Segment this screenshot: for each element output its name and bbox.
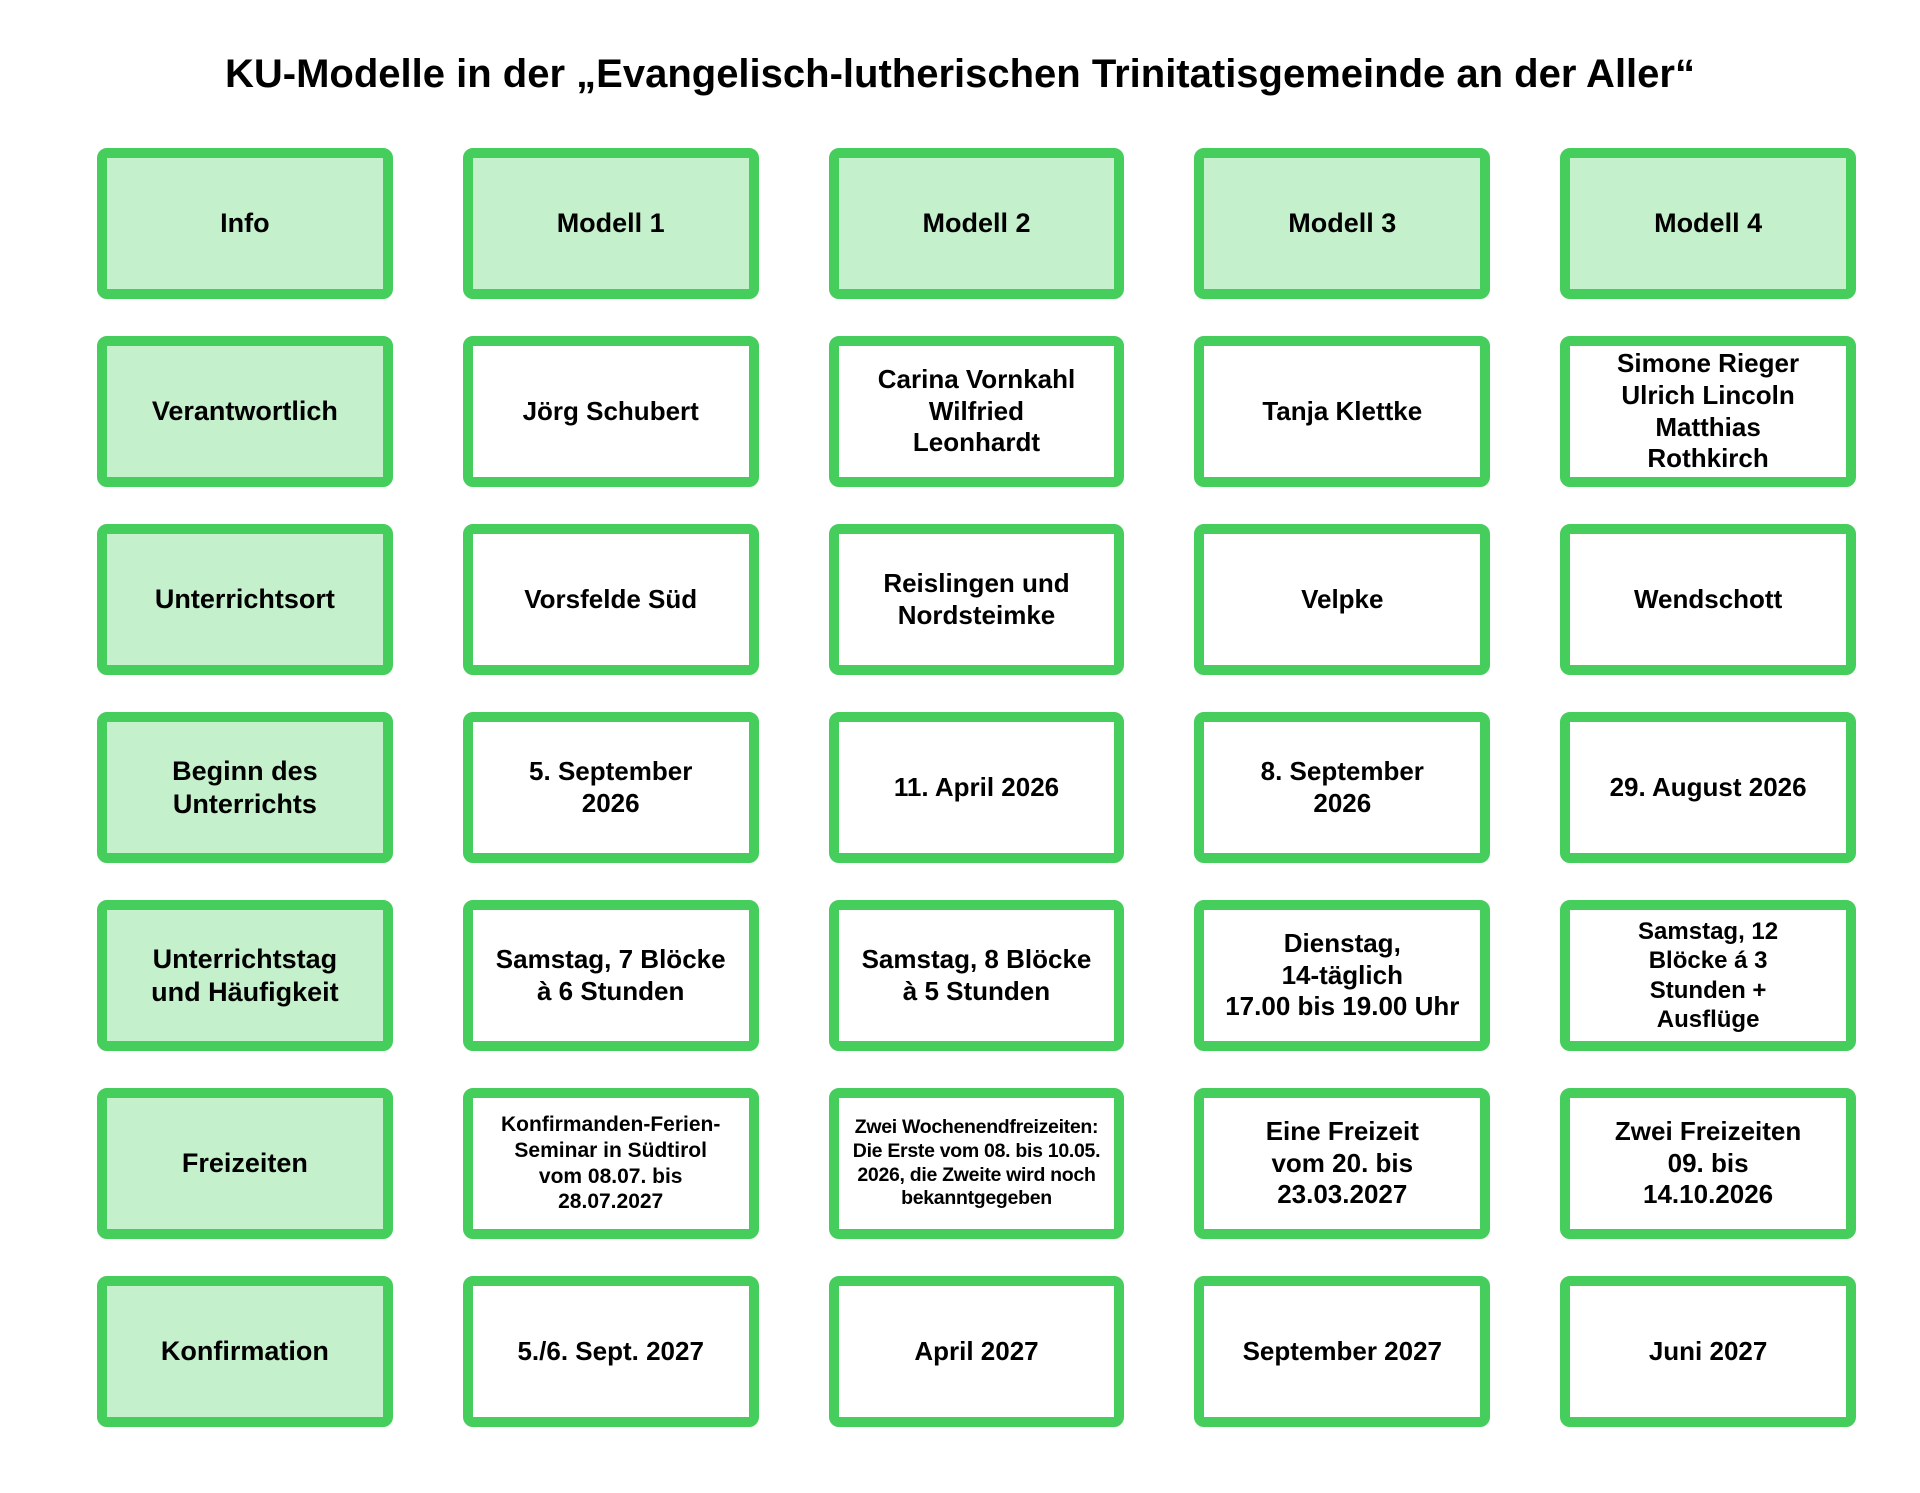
cell-verantwortlich-modell-2: Carina Vornkahl Wilfried Leonhardt <box>828 336 1125 487</box>
cell-unterrichtstag-modell-4: Samstag, 12 Blöcke á 3 Stunden + Ausflüg… <box>1560 900 1856 1051</box>
cell-unterrichtsort-modell-2: Reislingen und Nordsteimke <box>828 524 1125 675</box>
header-modell-3: Modell 3 <box>1194 148 1491 299</box>
title-bar: KU-Modelle in der „Evangelisch-lutherisc… <box>0 0 1920 148</box>
cell-beginn-modell-1: 5. September 2026 <box>462 712 759 863</box>
cell-freizeiten-modell-2: Zwei Wochenendfreizeiten: Die Erste vom … <box>828 1088 1125 1239</box>
cell-konfirmation-modell-2: April 2027 <box>828 1276 1125 1427</box>
cell-konfirmation-modell-4: Juni 2027 <box>1560 1276 1856 1427</box>
cell-unterrichtsort-modell-1: Vorsfelde Süd <box>462 524 759 675</box>
ku-model-table: Info Modell 1 Modell 2 Modell 3 Modell 4… <box>97 148 1856 1427</box>
cell-konfirmation-modell-1: 5./6. Sept. 2027 <box>462 1276 759 1427</box>
cell-unterrichtstag-modell-1: Samstag, 7 Blöcke à 6 Stunden <box>462 900 759 1051</box>
row-label-beginn-des-unterrichts: Beginn des Unterrichts <box>97 712 393 863</box>
row-label-unterrichtsort: Unterrichtsort <box>97 524 393 675</box>
cell-verantwortlich-modell-4: Simone Rieger Ulrich Lincoln Matthias Ro… <box>1560 336 1856 487</box>
cell-freizeiten-modell-4: Zwei Freizeiten 09. bis 14.10.2026 <box>1560 1088 1856 1239</box>
header-modell-4: Modell 4 <box>1560 148 1856 299</box>
row-label-konfirmation: Konfirmation <box>97 1276 393 1427</box>
row-label-verantwortlich: Verantwortlich <box>97 336 393 487</box>
cell-beginn-modell-4: 29. August 2026 <box>1560 712 1856 863</box>
cell-unterrichtstag-modell-2: Samstag, 8 Blöcke à 5 Stunden <box>828 900 1125 1051</box>
cell-verantwortlich-modell-3: Tanja Klettke <box>1194 336 1491 487</box>
cell-verantwortlich-modell-1: Jörg Schubert <box>462 336 759 487</box>
row-label-unterrichtstag-haeufigkeit: Unterrichtstag und Häufigkeit <box>97 900 393 1051</box>
header-info: Info <box>97 148 393 299</box>
header-modell-2: Modell 2 <box>828 148 1125 299</box>
cell-unterrichtsort-modell-4: Wendschott <box>1560 524 1856 675</box>
row-label-freizeiten: Freizeiten <box>97 1088 393 1239</box>
cell-konfirmation-modell-3: September 2027 <box>1194 1276 1491 1427</box>
cell-unterrichtstag-modell-3: Dienstag, 14-täglich 17.00 bis 19.00 Uhr <box>1194 900 1491 1051</box>
cell-beginn-modell-3: 8. September 2026 <box>1194 712 1491 863</box>
cell-beginn-modell-2: 11. April 2026 <box>828 712 1125 863</box>
page-title: KU-Modelle in der „Evangelisch-lutherisc… <box>225 51 1695 96</box>
cell-unterrichtsort-modell-3: Velpke <box>1194 524 1491 675</box>
cell-freizeiten-modell-3: Eine Freizeit vom 20. bis 23.03.2027 <box>1194 1088 1491 1239</box>
header-modell-1: Modell 1 <box>462 148 759 299</box>
cell-freizeiten-modell-1: Konfirmanden-Ferien- Seminar in Südtirol… <box>462 1088 759 1239</box>
